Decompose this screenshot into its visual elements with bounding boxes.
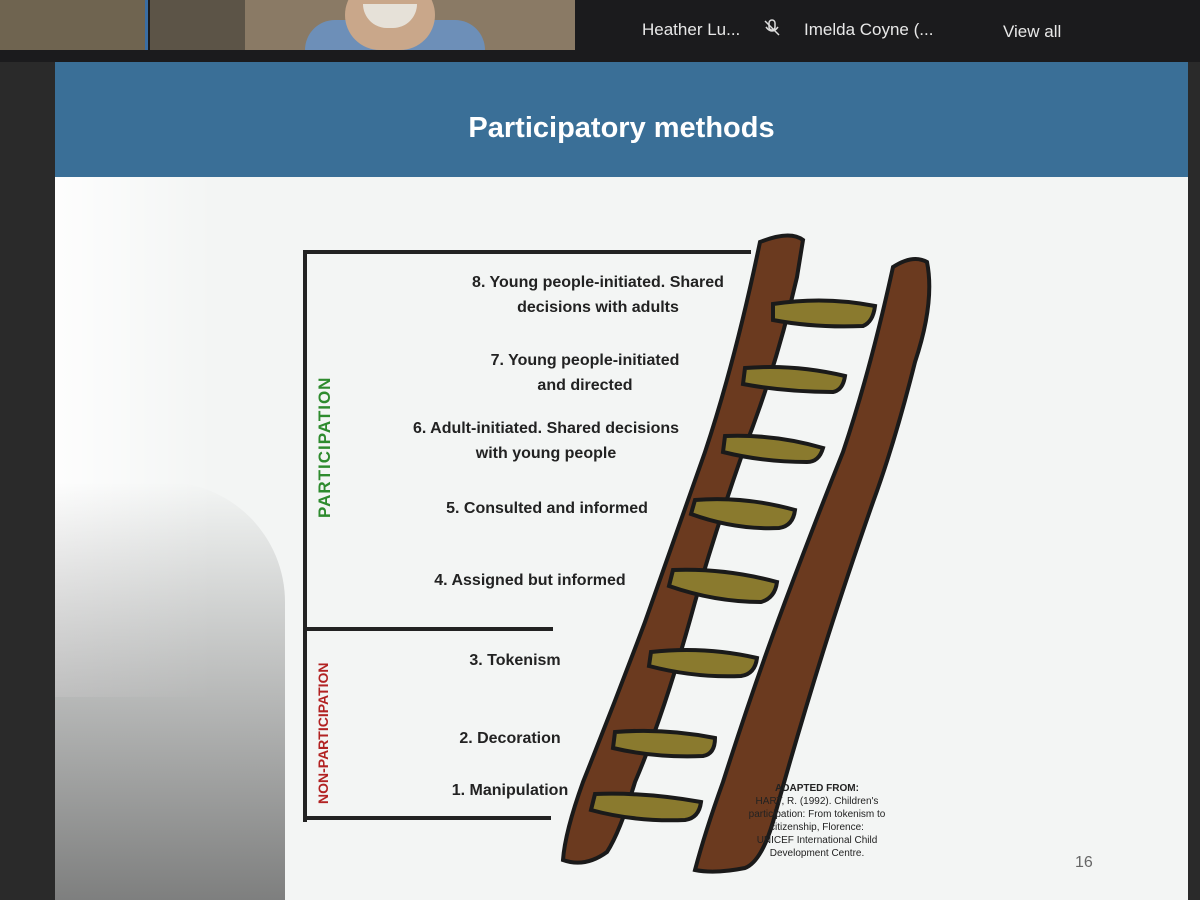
ladder-rung <box>771 298 878 329</box>
participation-zone-label: PARTICIPATION <box>315 376 334 518</box>
rung-label-line: 7. Young people-initiated <box>490 352 680 369</box>
bracket-line <box>303 627 553 631</box>
rung-label-5: 5. Consulted and informed <box>417 496 677 521</box>
ladder-left-rail <box>560 233 806 865</box>
slide-page-number: 16 <box>1075 854 1093 871</box>
rung-label-7: 7. Young people-initiated and directed <box>455 348 715 398</box>
mic-off-icon <box>764 19 780 36</box>
rung-label-line: and directed <box>537 377 633 394</box>
slide-header: Participatory methods <box>55 62 1188 177</box>
attribution-line: UNICEF International Child <box>756 835 878 846</box>
attribution-line: participation: From tokenism to <box>748 809 886 820</box>
ladder-rung <box>666 567 780 605</box>
ladder-rung <box>740 365 848 395</box>
rung-label-line: 5. Consulted and informed <box>446 500 648 517</box>
rung-label-line: 1. Manipulation <box>451 782 569 799</box>
attribution-line: Development Centre. <box>769 848 865 859</box>
rung-label-line: 2. Decoration <box>459 730 561 747</box>
participant-video-tile[interactable] <box>0 0 148 50</box>
participant-video-tile[interactable] <box>150 0 245 50</box>
participant-name[interactable]: Heather Lu... <box>642 20 741 39</box>
attribution-heading: ADAPTED FROM: <box>775 783 859 794</box>
presentation-slide: Participatory methods PARTICIPATION NON-… <box>55 62 1188 900</box>
ladder-rung <box>688 497 798 531</box>
rung-label-line: 4. Assigned but informed <box>434 572 626 589</box>
rung-label-line: 3. Tokenism <box>469 652 561 669</box>
slide-title: Participatory methods <box>468 112 775 144</box>
ladder-right-rail <box>692 256 932 874</box>
attribution-line: HART, R. (1992). Children's <box>755 796 879 807</box>
attribution-line: citizenship, Florence: <box>770 822 864 833</box>
rung-label-1: 1. Manipulation <box>415 778 605 803</box>
screen-shadow <box>55 482 285 900</box>
rung-label-line: 8. Young people-initiated. Shared <box>472 274 724 291</box>
ladder-rung <box>720 433 826 465</box>
view-all-button[interactable]: View all <box>1003 22 1062 41</box>
bracket-line <box>303 250 751 254</box>
rung-label-line: 6. Adult-initiated. Shared decisions <box>412 420 680 437</box>
rung-label-6: 6. Adult-initiated. Shared decisions wit… <box>390 416 702 466</box>
participant-name[interactable]: Imelda Coyne (... <box>804 20 934 39</box>
rung-label-2: 2. Decoration <box>415 726 605 751</box>
rung-label-4: 4. Assigned but informed <box>405 568 655 593</box>
bracket-line <box>303 250 307 822</box>
rung-label-line: decisions with adults <box>517 299 679 316</box>
attribution-note: ADAPTED FROM: HART, R. (1992). Children'… <box>743 782 891 860</box>
bracket-line <box>303 816 551 820</box>
participant-video-tile[interactable] <box>245 0 575 50</box>
ladder-rung <box>646 648 760 679</box>
rung-label-8: 8. Young people-initiated. Shared decisi… <box>438 270 758 320</box>
rung-label-3: 3. Tokenism <box>415 648 615 673</box>
ladder-rung <box>610 728 718 759</box>
non-participation-zone-label: NON-PARTICIPATION <box>315 662 331 804</box>
ladder-illustration <box>560 233 932 874</box>
rung-label-line: with young people <box>475 445 617 462</box>
participant-strip: Heather Lu... Imelda Coyne (... View all <box>0 0 1200 62</box>
ladder-rung <box>588 791 704 823</box>
